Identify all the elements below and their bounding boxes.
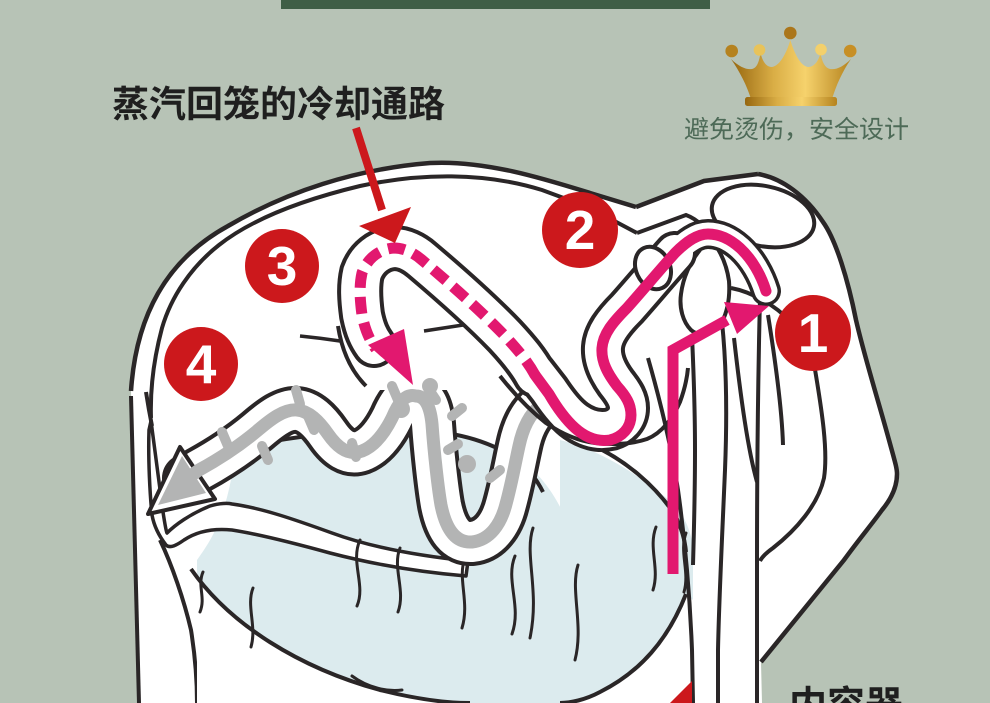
svg-text:1: 1 — [798, 302, 829, 364]
svg-text:3: 3 — [267, 235, 298, 297]
svg-text:2: 2 — [565, 199, 596, 261]
svg-text:4: 4 — [186, 333, 217, 395]
